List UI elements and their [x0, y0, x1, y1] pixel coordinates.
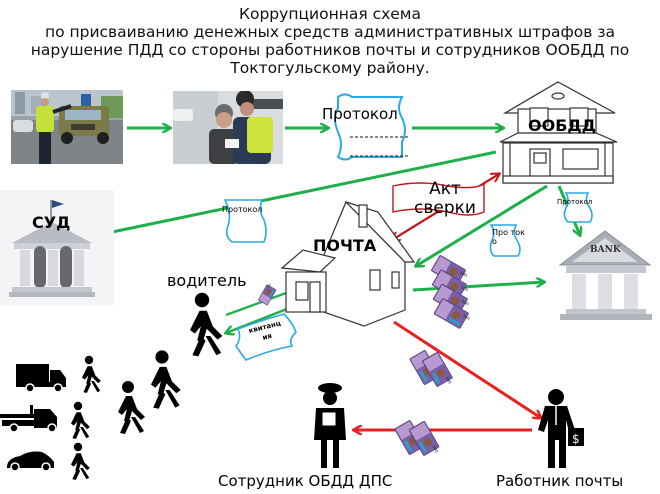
act-line-1: Акт [429, 179, 461, 199]
title-line-4: Токтогульскому району. [230, 59, 430, 77]
court-building-icon [0, 190, 114, 305]
arrow-post-to-worker [393, 320, 541, 418]
protocol-label: Протокол [322, 105, 398, 123]
banknotes-post-to-bank [430, 254, 473, 332]
protocol-to-court-label: Протокол [222, 205, 263, 214]
protocol-to-post-line-1: Про ток [492, 228, 525, 237]
walking-person-icon [151, 350, 181, 409]
protocol-to-bank-document [563, 192, 593, 223]
arrow-post-to-bank [412, 282, 544, 292]
protocol-document [334, 93, 410, 161]
flatbed-truck-icon [0, 405, 57, 433]
walking-person-icon [118, 381, 145, 434]
post-label: ПОЧТА [313, 236, 377, 255]
writing-ticket-illustration [173, 91, 283, 164]
banknote-driver-payment [257, 281, 278, 306]
police-officer-icon [314, 383, 346, 468]
protocol-to-post-label: Про ток о [492, 228, 525, 246]
title-line-2: по присваиванию денежных средств админис… [44, 23, 616, 41]
arrow-oobdd-to-post [416, 184, 548, 266]
traffic-stop-photo [11, 90, 123, 164]
writing-ticket-photo [173, 91, 283, 164]
driver-label: водитель [167, 271, 247, 290]
walking-person-icon [82, 355, 101, 393]
arrow-oobdd-to-court [93, 150, 497, 236]
protocol-to-bank-label: Протокол [557, 198, 593, 206]
oobdd-label: ООБДД [528, 116, 596, 135]
receipt-document [235, 313, 297, 361]
walking-person-icon [190, 292, 223, 357]
oobdd-building-icon [499, 81, 618, 184]
diagram-title: Коррупционная схема по присваиванию дене… [0, 5, 660, 77]
dollar-icon: $ [572, 432, 580, 446]
banknotes-post-to-worker [408, 349, 456, 391]
protocol-to-post-document [489, 224, 521, 257]
act-line-2: сверки [414, 198, 476, 218]
act-document [392, 182, 485, 216]
officer-label: Сотрудник ОБДД ДПС [218, 472, 393, 490]
traffic-stop-illustration [11, 90, 123, 164]
protocol-to-court-document [223, 199, 267, 243]
pedestrians [71, 292, 223, 480]
truck-icon [16, 364, 66, 393]
bank-label: BANK [590, 245, 621, 255]
post-worker-icon: $ [538, 389, 584, 468]
walking-person-icon [71, 401, 90, 439]
banknotes-worker-to-officer [393, 419, 442, 460]
post-worker-label: Работник почты [496, 472, 624, 490]
post-office-building-icon [280, 200, 416, 327]
act-label: Акт сверки [405, 180, 485, 218]
court-label: СУД [32, 213, 71, 232]
car-icon [7, 451, 54, 472]
walking-person-icon [71, 442, 90, 480]
protocol-to-post-line-2: о [492, 237, 497, 246]
title-line-3: нарушение ПДД со стороны работников почт… [30, 41, 630, 59]
bank-building-icon [558, 230, 652, 320]
title-line-1: Коррупционная схема [238, 5, 422, 23]
